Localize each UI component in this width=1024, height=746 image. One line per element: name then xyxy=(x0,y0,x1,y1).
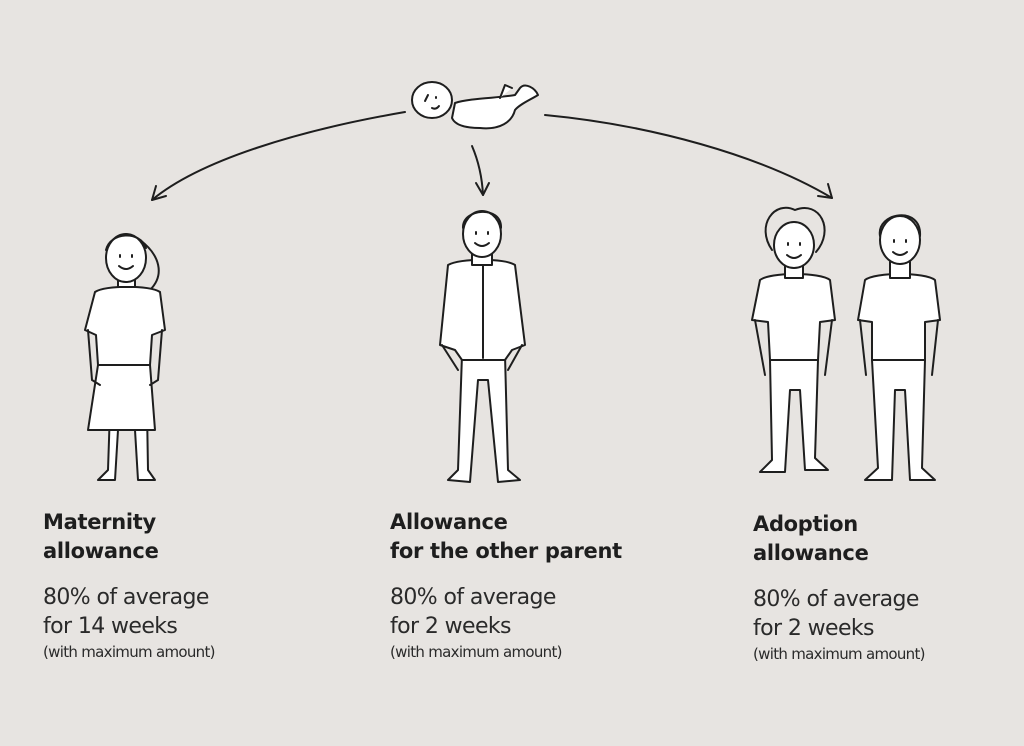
column-title: Adoption allowance xyxy=(753,510,925,568)
arrow-to-other-parent xyxy=(471,145,490,196)
column-body: 80% of average for 2 weeks xyxy=(390,583,622,641)
body-line: for 14 weeks xyxy=(43,614,178,639)
title-line: Adoption xyxy=(753,512,858,536)
other-parent-figure-icon xyxy=(439,210,526,483)
body-line: 80% of average xyxy=(43,585,209,610)
arrow-to-mother xyxy=(151,111,406,201)
adoption-allowance-column: Adoption allowance 80% of average for 2 … xyxy=(753,510,926,665)
adoptive-mother-figure-icon xyxy=(751,206,836,473)
baby-icon xyxy=(411,81,539,130)
column-body: 80% of average for 2 weeks xyxy=(753,585,925,643)
title-line: Maternity xyxy=(43,510,156,534)
column-note: (with maximum amount) xyxy=(753,645,926,663)
column-title: Maternity allowance xyxy=(43,508,215,566)
arrow-to-adoptive-parents xyxy=(544,114,833,199)
mother-figure-icon xyxy=(84,233,166,481)
title-line: allowance xyxy=(753,541,869,565)
title-line: allowance xyxy=(43,539,159,563)
adoptive-father-figure-icon xyxy=(857,214,941,481)
maternity-allowance-column: Maternity allowance 80% of average for 1… xyxy=(43,508,216,663)
body-line: for 2 weeks xyxy=(753,616,875,641)
body-line: 80% of average xyxy=(390,585,556,610)
column-note: (with maximum amount) xyxy=(43,643,216,661)
column-body: 80% of average for 14 weeks xyxy=(43,583,215,641)
other-parent-allowance-column: Allowance for the other parent 80% of av… xyxy=(390,508,622,663)
title-line: Allowance xyxy=(390,510,508,534)
column-title: Allowance for the other parent xyxy=(390,508,622,566)
body-line: 80% of average xyxy=(753,587,919,612)
column-note: (with maximum amount) xyxy=(390,643,563,661)
body-line: for 2 weeks xyxy=(390,614,512,639)
title-line: for the other parent xyxy=(390,539,622,563)
